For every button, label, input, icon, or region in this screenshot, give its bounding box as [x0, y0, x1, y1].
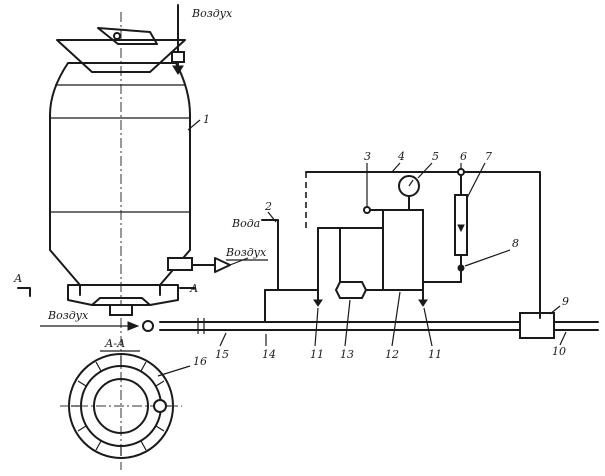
- tank-discharge: [67, 284, 179, 316]
- callout-8: 8: [512, 237, 519, 250]
- drain-valve-right: [418, 289, 428, 307]
- pressure-gauge: [398, 175, 420, 211]
- callout-14: 14: [262, 348, 276, 361]
- callout-11-right: 11: [428, 348, 442, 361]
- air-right-label: Воздух: [225, 246, 267, 259]
- callout-11-left: 11: [310, 348, 324, 361]
- top-air-valve: [171, 4, 185, 75]
- drain-valve-left: [313, 289, 323, 307]
- water-system: [264, 171, 541, 323]
- loading-hopper: [56, 27, 186, 73]
- bottom-air-inlet: [40, 320, 154, 332]
- callout-13: 13: [340, 348, 354, 361]
- pump: [334, 281, 368, 299]
- callout-7: 7: [485, 150, 492, 163]
- section-mark-left: А: [13, 272, 22, 285]
- callout-6: 6: [460, 150, 467, 163]
- callouts: 1 2 3 4 5 6 7 8 9 10 11 11 12 13 14 15 1…: [157, 113, 569, 377]
- callout-10: 10: [552, 345, 566, 358]
- callout-5: 5: [432, 150, 439, 163]
- callout-12: 12: [385, 348, 399, 361]
- water-label: Вода: [231, 217, 260, 230]
- callout-4: 4: [397, 150, 405, 163]
- section-title: А-А: [104, 337, 125, 350]
- section-view: [60, 353, 182, 459]
- air-bottom-label: Воздух: [47, 309, 89, 322]
- callout-16: 16: [193, 355, 207, 368]
- callout-2: 2: [264, 200, 272, 213]
- tank-vessel: [49, 62, 191, 286]
- right-air-inlet: [167, 257, 249, 273]
- callout-3: 3: [364, 150, 371, 163]
- transport-pipe: [159, 312, 599, 339]
- callout-9: 9: [562, 295, 569, 308]
- callout-15: 15: [215, 348, 229, 361]
- valve-3: [363, 206, 384, 214]
- water-tank: [382, 209, 424, 291]
- valve-8: [457, 249, 511, 272]
- valve-6: [457, 168, 465, 176]
- air-top-label: Воздух: [191, 7, 233, 20]
- callout-1: 1: [203, 113, 210, 126]
